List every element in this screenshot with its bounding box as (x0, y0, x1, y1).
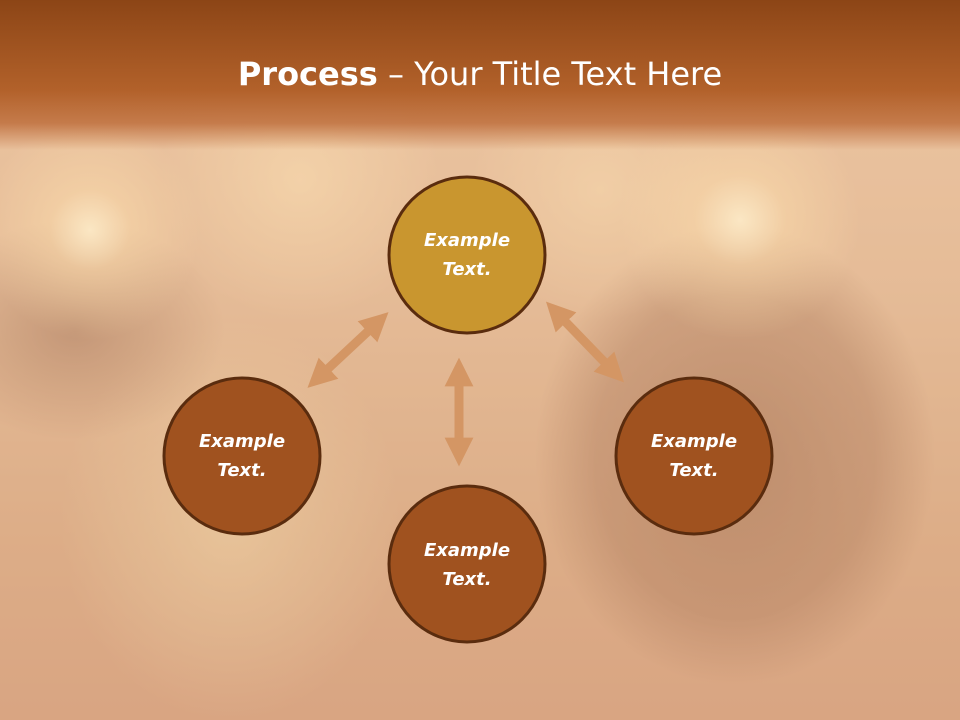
double-arrow-icon (307, 312, 389, 388)
node-label-line1: Example (651, 431, 737, 452)
node-label-line1: Example (424, 540, 510, 561)
slide-title: Process – Your Title Text Here (0, 52, 960, 96)
title-bar (0, 0, 960, 150)
node-label-line2: Text. (669, 460, 718, 481)
process-node-right[interactable]: Example Text. (614, 376, 774, 536)
node-circle (387, 484, 547, 644)
node-label-line2: Text. (442, 259, 491, 280)
node-label-line1: Example (199, 431, 285, 452)
process-node-top[interactable]: Example Text. (387, 175, 547, 335)
process-node-bottom[interactable]: Example Text. (387, 484, 547, 644)
node-circle (387, 175, 547, 335)
node-circle (614, 376, 774, 536)
title-rest: Your Title Text Here (414, 55, 723, 93)
node-label-line2: Text. (217, 460, 266, 481)
process-node-left[interactable]: Example Text. (162, 376, 322, 536)
node-label-line1: Example (424, 230, 510, 251)
title-bold: Process (237, 55, 378, 93)
node-label-line2: Text. (442, 569, 491, 590)
node-circle (162, 376, 322, 536)
double-arrow-icon (545, 301, 625, 383)
title-separator: – (377, 55, 415, 93)
